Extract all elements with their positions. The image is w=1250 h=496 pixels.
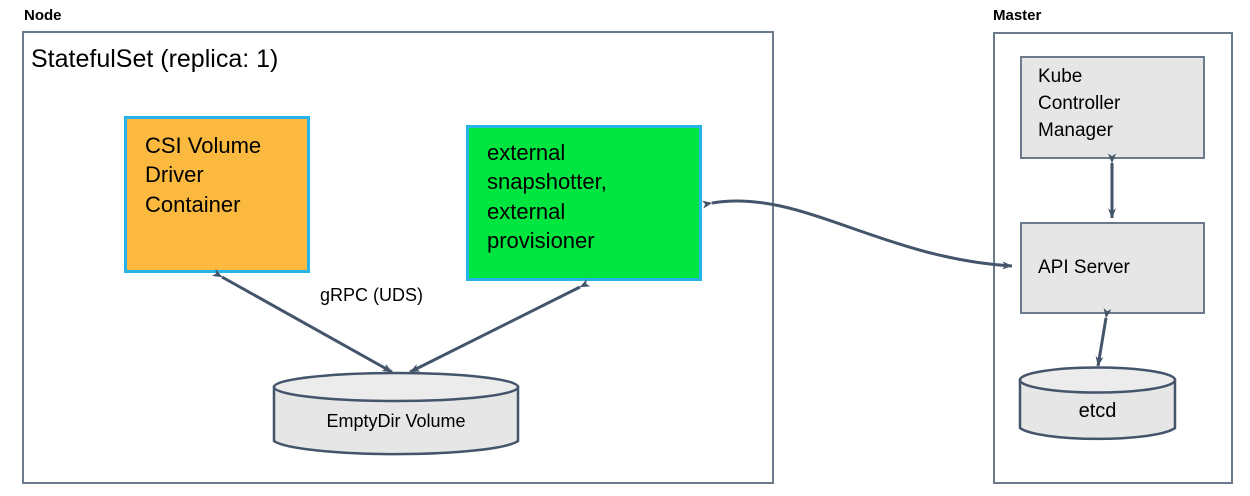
api-server-box[interactable]: API Server — [1020, 222, 1205, 314]
api-server-label: API Server — [1038, 256, 1130, 278]
emptydir-volume-cylinder[interactable]: EmptyDir Volume — [272, 371, 520, 457]
etcd-shape — [1018, 366, 1177, 441]
emptydir-volume-label: EmptyDir Volume — [326, 411, 466, 431]
master-group-label: Master — [993, 7, 1042, 24]
etcd-cylinder[interactable]: etcd — [1018, 366, 1177, 442]
node-group-label: Node — [24, 7, 62, 24]
grpc-uds-connector-label: gRPC (UDS) — [320, 285, 424, 305]
external-sidecars-label: external snapshotter, external provision… — [487, 140, 607, 253]
csi-volume-driver-container-box[interactable]: CSI Volume Driver Container — [124, 116, 310, 273]
kube-controller-manager-label: Kube Controller Manager — [1038, 66, 1121, 141]
etcd-label: etcd — [1078, 400, 1117, 422]
statefulset-title: StatefulSet (replica: 1) — [31, 45, 279, 73]
external-sidecars-box[interactable]: external snapshotter, external provision… — [466, 125, 702, 281]
csi-volume-driver-container-label: CSI Volume Driver Container — [145, 133, 262, 217]
kube-controller-manager-box[interactable]: Kube Controller Manager — [1020, 56, 1205, 159]
emptydir-volume-shape — [272, 371, 520, 456]
